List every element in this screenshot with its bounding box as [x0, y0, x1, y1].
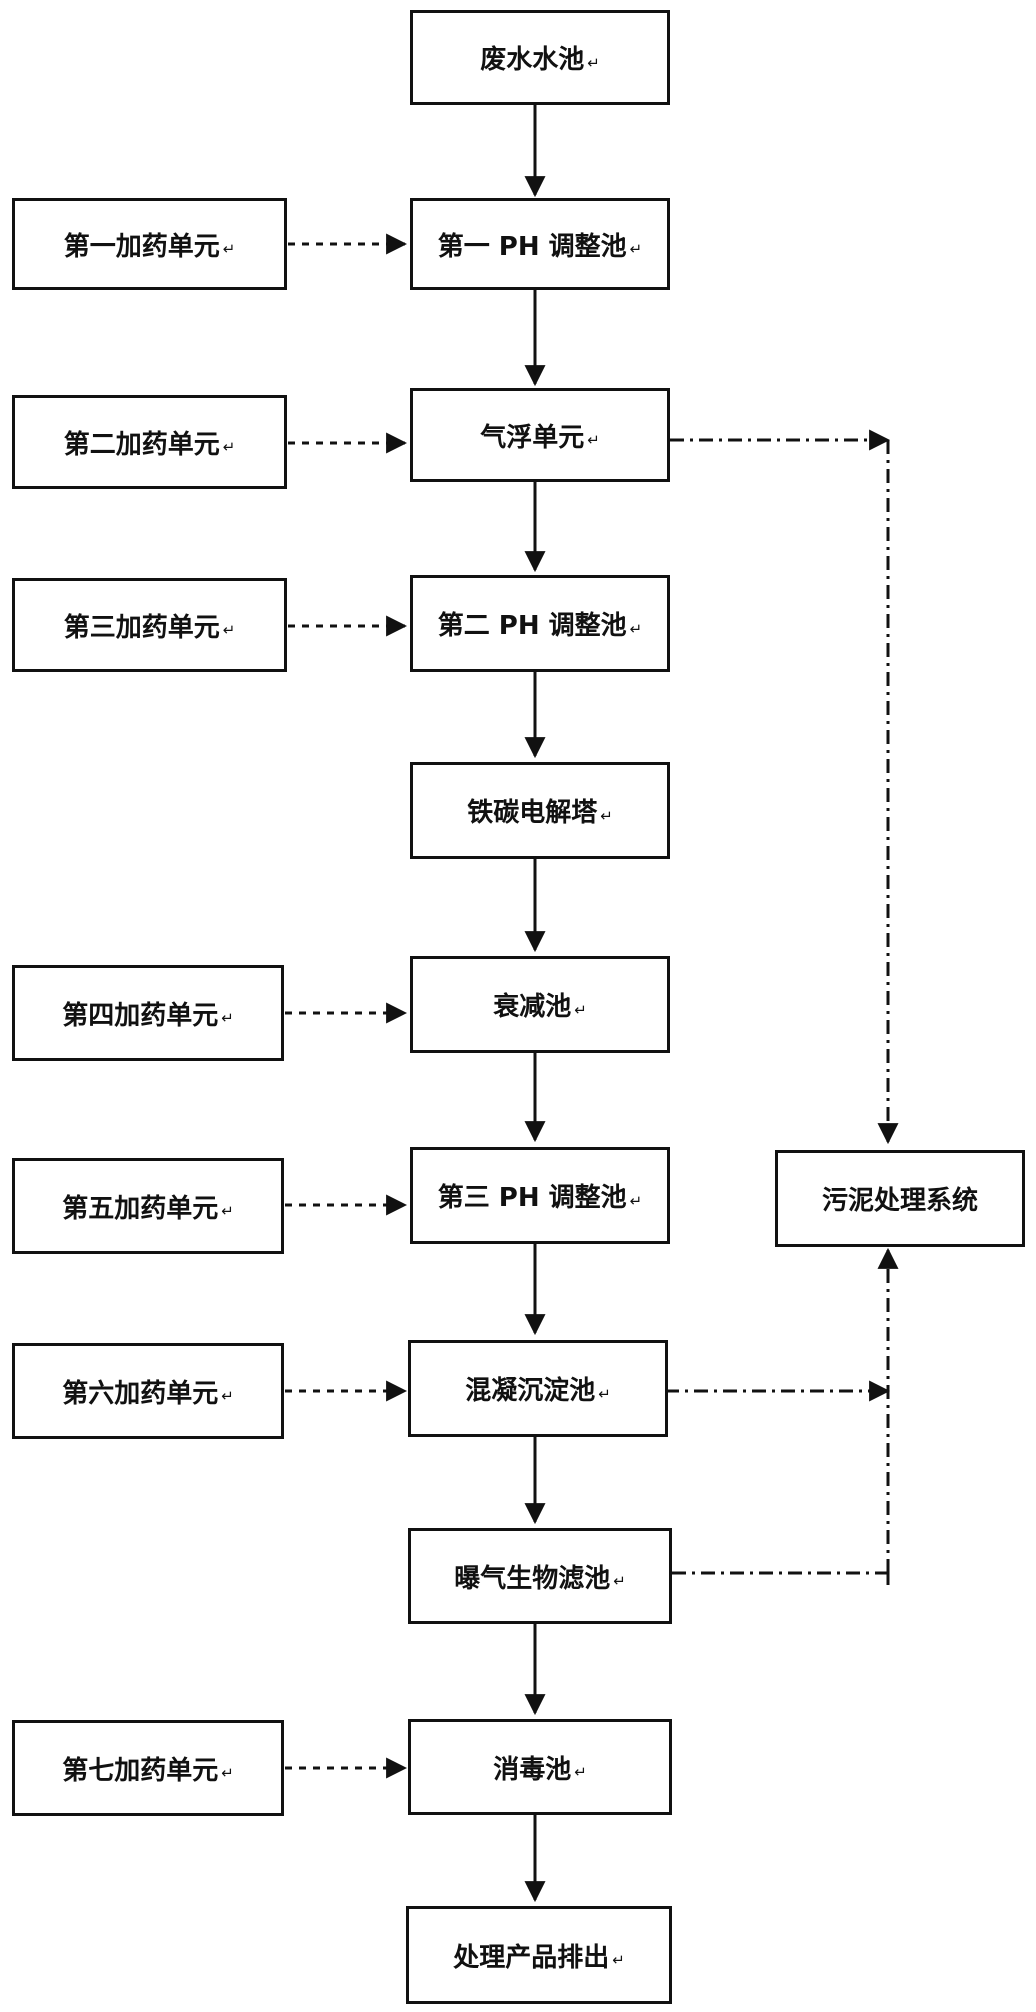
node-label: 衰减池	[493, 992, 572, 1022]
paragraph-mark: ↵	[221, 1202, 234, 1220]
node-sludge-system: 污泥处理系统	[775, 1150, 1025, 1247]
node-label: 第七加药单元	[62, 1755, 219, 1786]
node-ph3: 第三 PH 调整池↵	[410, 1147, 670, 1244]
paragraph-mark: ↵	[574, 1000, 587, 1019]
node-label: 气浮单元	[480, 422, 585, 453]
paragraph-mark: ↵	[598, 1384, 611, 1403]
paragraph-mark: ↵	[600, 806, 613, 825]
node-ph1: 第一 PH 调整池↵	[410, 198, 670, 290]
node-dose6: 第六加药单元↵	[12, 1343, 284, 1439]
node-discharge: 处理产品排出↵	[406, 1906, 672, 2004]
node-disinfection: 消毒池↵	[408, 1719, 672, 1815]
node-label: 第六加药单元	[62, 1378, 219, 1409]
node-dose3: 第三加药单元↵	[12, 578, 287, 672]
paragraph-mark: ↵	[222, 240, 236, 258]
paragraph-mark: ↵	[587, 53, 600, 72]
node-label: 第五加药单元	[62, 1193, 219, 1224]
paragraph-mark: ↵	[574, 1763, 587, 1781]
paragraph-mark: ↵	[587, 431, 600, 449]
node-label: 第二 PH 调整池	[437, 611, 627, 641]
node-label: 第三 PH 调整池	[437, 1183, 627, 1213]
paragraph-mark: ↵	[221, 1009, 234, 1027]
paragraph-mark: ↵	[629, 619, 643, 638]
node-decay: 衰减池↵	[410, 956, 670, 1053]
node-label: 混凝沉淀池	[465, 1376, 596, 1406]
node-dose4: 第四加药单元↵	[12, 965, 284, 1061]
paragraph-mark: ↵	[629, 1191, 643, 1210]
node-flotation: 气浮单元↵	[410, 388, 670, 482]
node-label: 污泥处理系统	[821, 1186, 978, 1216]
node-label: 曝气生物滤池	[454, 1563, 611, 1594]
paragraph-mark: ↵	[221, 1764, 234, 1782]
node-label: 第一加药单元	[63, 231, 220, 262]
paragraph-mark: ↵	[629, 240, 643, 258]
node-wastewater-pool: 废水水池↵	[410, 10, 670, 105]
node-label: 废水水池	[480, 45, 585, 75]
node-label: 消毒池	[493, 1754, 572, 1785]
node-label: 第二加药单元	[63, 429, 220, 460]
paragraph-mark: ↵	[222, 621, 236, 639]
paragraph-mark: ↵	[613, 1572, 626, 1590]
node-dose1: 第一加药单元↵	[12, 198, 287, 290]
paragraph-mark: ↵	[612, 1951, 625, 1969]
paragraph-mark: ↵	[221, 1387, 234, 1405]
node-label: 第四加药单元	[62, 1000, 219, 1031]
node-label: 处理产品排出	[453, 1942, 610, 1973]
node-ph2: 第二 PH 调整池↵	[410, 575, 670, 672]
node-label: 第三加药单元	[63, 612, 220, 643]
node-dose2: 第二加药单元↵	[12, 395, 287, 489]
node-coagulation: 混凝沉淀池↵	[408, 1340, 668, 1437]
node-baf: 曝气生物滤池↵	[408, 1528, 672, 1624]
node-label: 第一 PH 调整池	[437, 231, 627, 262]
paragraph-mark: ↵	[222, 438, 236, 456]
node-iron-carbon: 铁碳电解塔↵	[410, 762, 670, 859]
node-dose7: 第七加药单元↵	[12, 1720, 284, 1816]
node-dose5: 第五加药单元↵	[12, 1158, 284, 1254]
node-label: 铁碳电解塔	[467, 798, 598, 828]
